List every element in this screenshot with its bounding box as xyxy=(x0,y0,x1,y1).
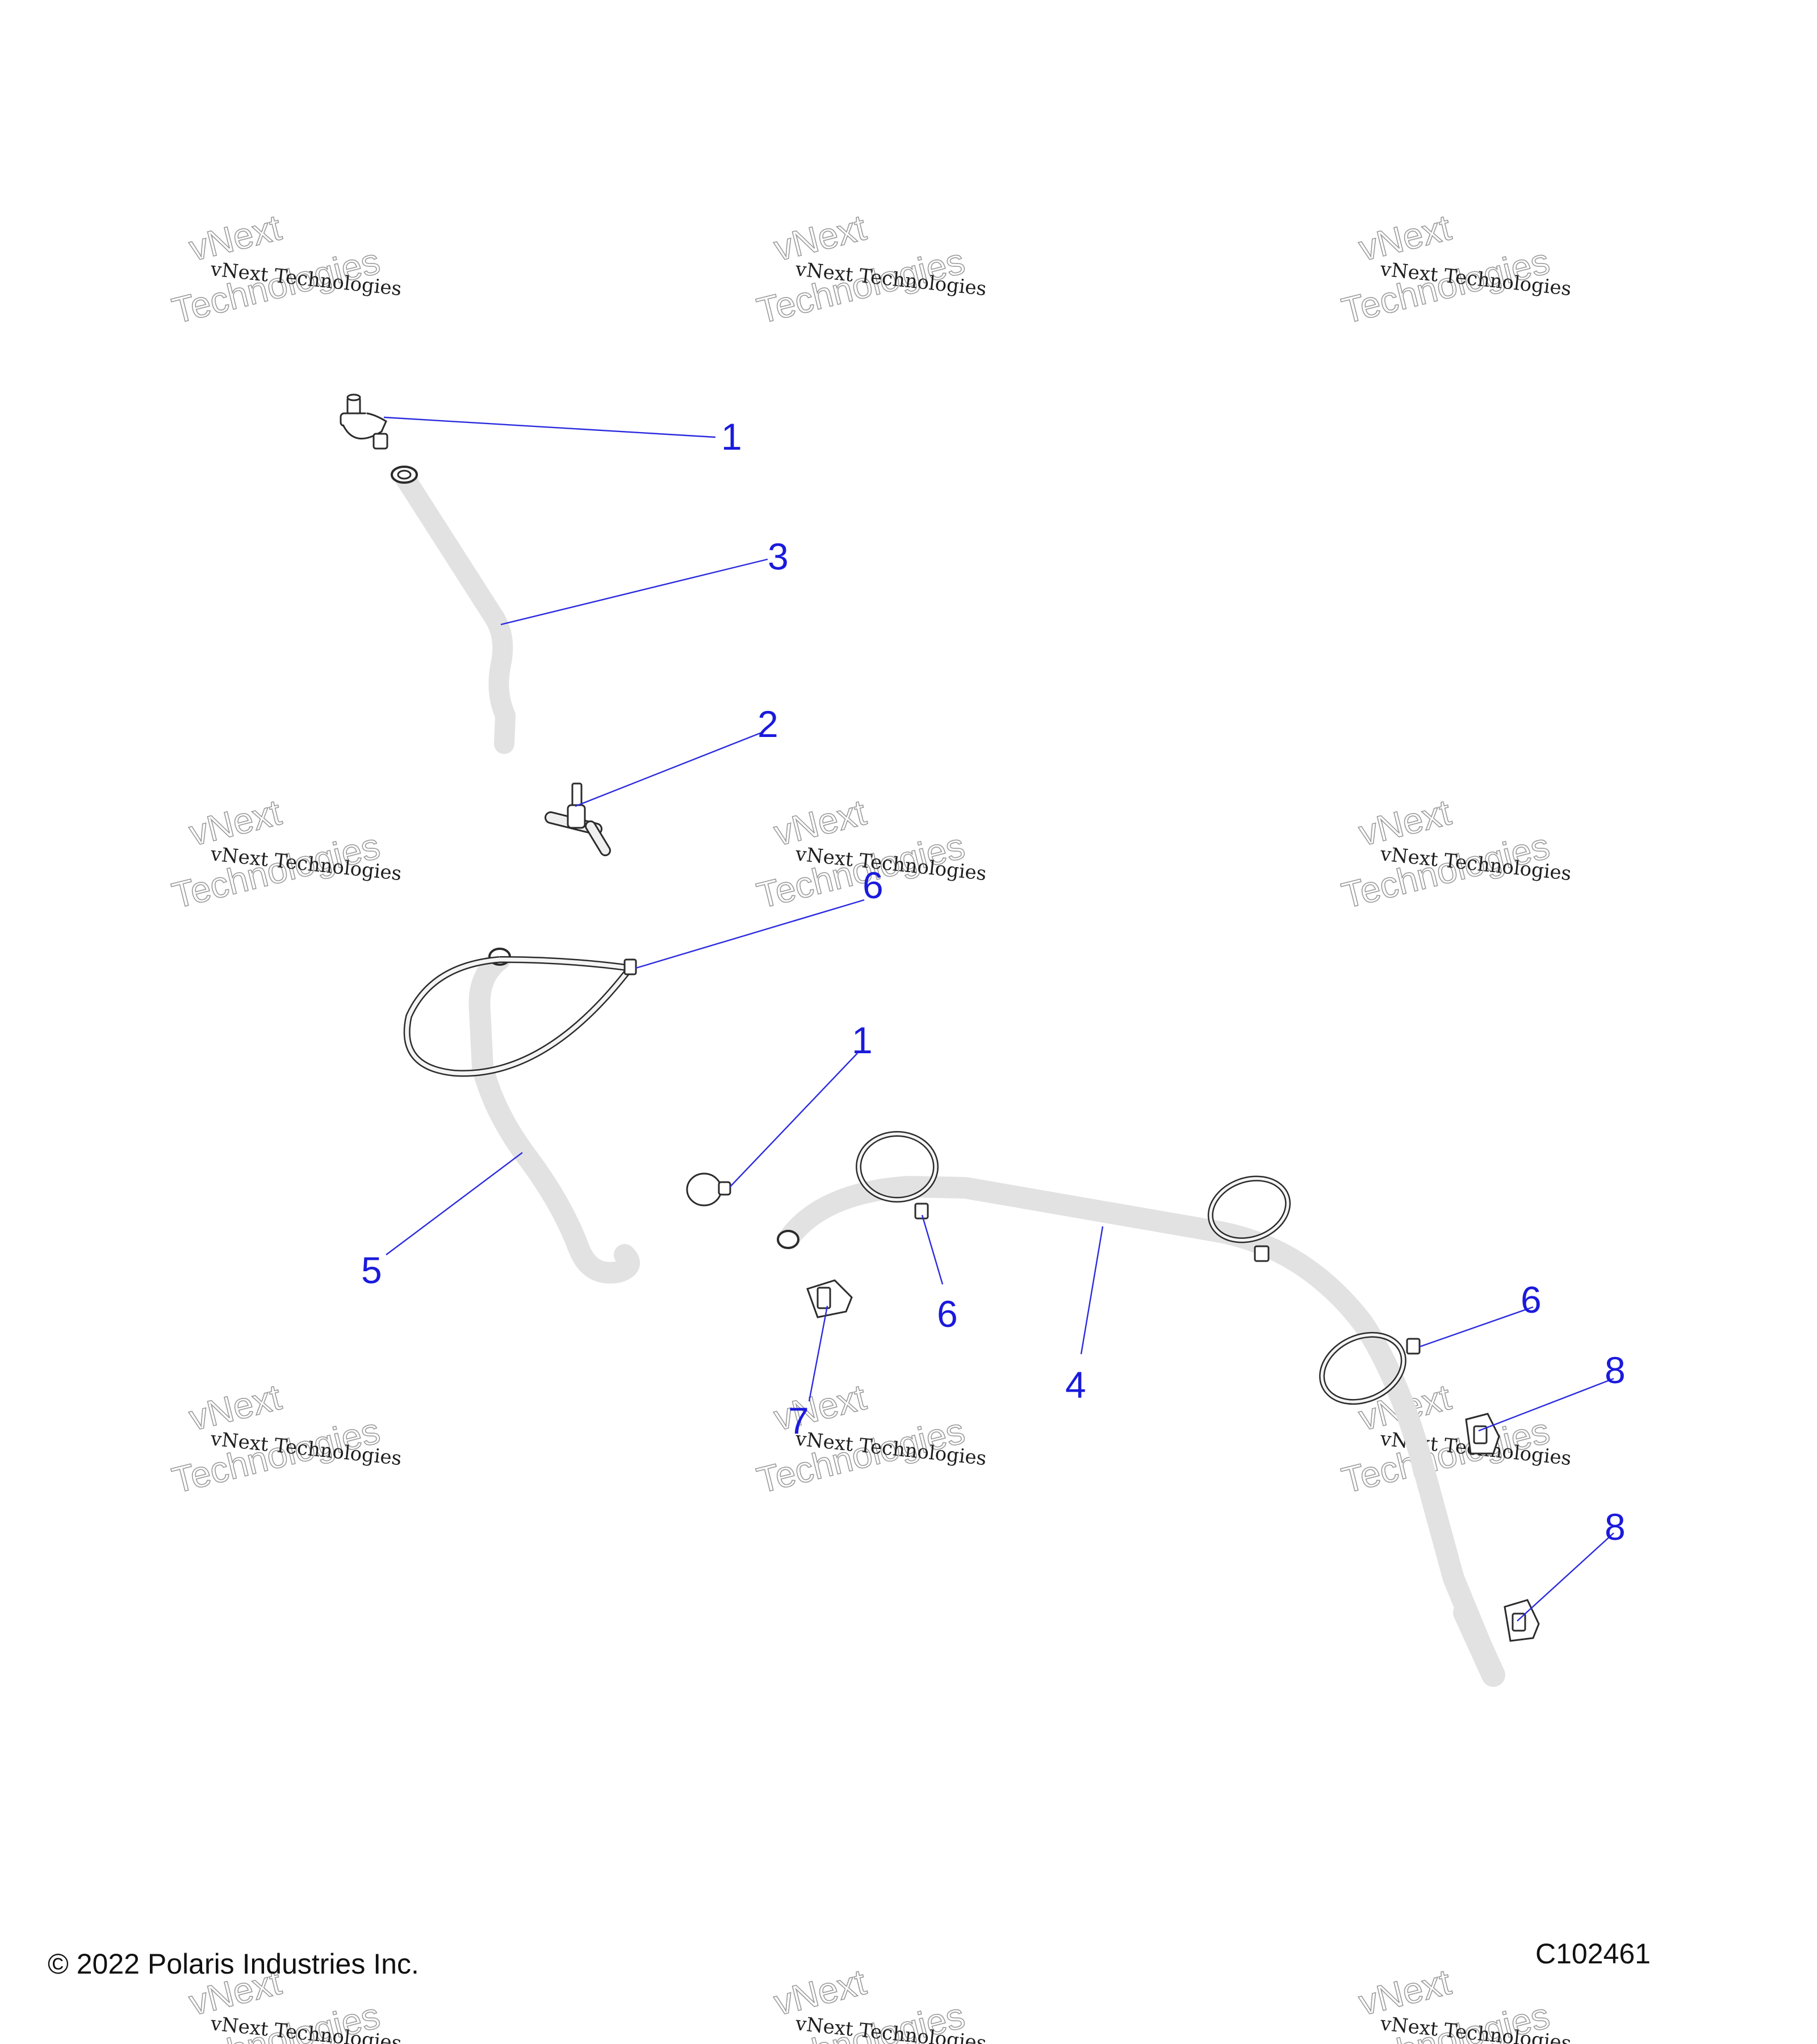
leader-3 xyxy=(500,558,768,626)
clip-part-8-lower xyxy=(1504,1599,1540,1642)
callout-6a: 6 xyxy=(863,864,884,906)
callout-1b: 1 xyxy=(852,1019,873,1061)
figure-id: C102461 xyxy=(1535,1938,1651,1970)
callout-6b: 6 xyxy=(937,1293,958,1335)
callout-4: 4 xyxy=(1065,1364,1086,1406)
watermark-outline-top: vNext xyxy=(770,1376,870,1438)
clip-part-7 xyxy=(806,1279,853,1318)
copyright-text: © 2022 Polaris Industries Inc. xyxy=(48,1948,419,1980)
leader-1a xyxy=(383,416,716,438)
hose-part-4 xyxy=(777,1131,1505,1687)
leader-6b xyxy=(921,1214,944,1285)
watermark-outline-top: vNext xyxy=(1355,207,1455,269)
leader-5 xyxy=(386,1152,523,1255)
callout-6c: 6 xyxy=(1521,1279,1542,1321)
hose-part-3 xyxy=(391,466,516,754)
leader-8a xyxy=(1478,1377,1614,1432)
watermark-outline-top: vNext xyxy=(185,207,285,269)
valve-part-1-top xyxy=(340,393,388,450)
callout-8a: 8 xyxy=(1605,1349,1626,1391)
leader-lines xyxy=(383,416,1614,1622)
watermark-outline-top: vNext xyxy=(1355,1961,1455,2023)
callout-numbers: 1 3 2 6 1 5 6 7 4 6 8 8 xyxy=(361,416,1626,1548)
watermark-outline-top: vNext xyxy=(185,791,285,853)
callout-7: 7 xyxy=(788,1400,809,1442)
watermark-outline-top: vNext xyxy=(1355,791,1455,853)
valve-part-1-lower xyxy=(686,1172,731,1207)
callout-8b: 8 xyxy=(1605,1506,1626,1548)
callout-3: 3 xyxy=(768,535,789,577)
callout-5: 5 xyxy=(361,1249,382,1291)
leader-7 xyxy=(808,1305,828,1402)
watermark-outline-top: vNext xyxy=(770,791,870,853)
leader-1b xyxy=(730,1053,858,1187)
tee-fitting-part-2 xyxy=(545,782,611,856)
hose-part-5 xyxy=(403,948,640,1284)
callout-2: 2 xyxy=(757,703,778,745)
leader-2 xyxy=(575,731,763,807)
leader-6a xyxy=(635,899,865,969)
leader-4 xyxy=(1080,1226,1104,1355)
clip-part-8-upper xyxy=(1465,1413,1500,1455)
watermark-outline-top: vNext xyxy=(770,207,870,269)
callout-1a: 1 xyxy=(721,416,742,458)
watermark-outline-top: vNext xyxy=(185,1376,285,1438)
leader-8b xyxy=(1517,1532,1614,1622)
watermark-outline-top: vNext xyxy=(770,1961,870,2023)
leader-6c xyxy=(1419,1306,1534,1348)
